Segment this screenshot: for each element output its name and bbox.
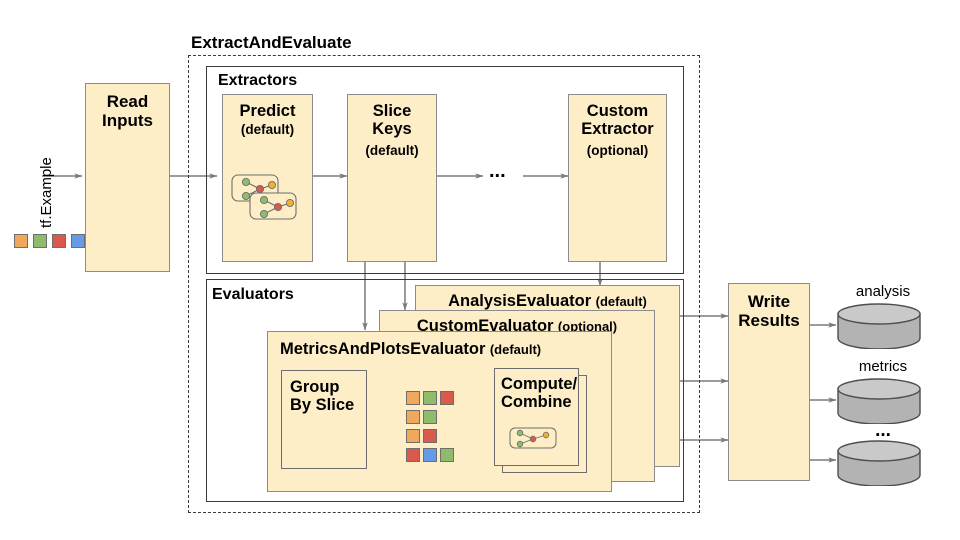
slice-square <box>406 448 420 462</box>
output-label: metrics <box>858 358 908 375</box>
write-results-label: Write Results <box>738 292 800 331</box>
extractors-group <box>206 66 684 274</box>
evaluator-custom-name: CustomEvaluator <box>416 317 554 335</box>
evaluator-analysis-title: AnalysisEvaluator (default) <box>416 292 679 311</box>
extractor-custom-name: Custom Extractor <box>581 102 654 139</box>
output-metrics-label: metrics <box>833 358 933 376</box>
extractor-predict-box[interactable]: Predict (default) <box>222 94 313 262</box>
legend-square-orange <box>14 234 28 248</box>
extractors-header: Extractors <box>218 72 298 89</box>
slice-square <box>406 410 420 424</box>
group-by-slice-label: Group By Slice <box>290 378 355 415</box>
output-analysis-cylinder[interactable] <box>836 303 922 349</box>
output-metrics-cylinder[interactable] <box>836 378 922 424</box>
compute-combine-label: Compute/ Combine <box>501 375 578 412</box>
extractor-slice-keys-box[interactable]: Slice Keys (default) <box>347 94 437 262</box>
evaluator-metrics-plots-name: MetricsAndPlotsEvaluator <box>280 340 486 358</box>
slice-square <box>440 391 454 405</box>
output-other-cylinder[interactable] <box>836 440 922 486</box>
extract-and-evaluate-title: ExtractAndEvaluate <box>191 33 352 52</box>
read-inputs-box[interactable]: Read Inputs <box>85 83 170 272</box>
slice-square <box>423 410 437 424</box>
legend-square-blue <box>71 234 85 248</box>
extractor-custom-qualifier: (optional) <box>586 143 649 158</box>
input-label-tf-example: tf.Example <box>38 157 55 228</box>
extractor-predict-qualifier: (default) <box>240 122 295 137</box>
evaluator-metrics-plots-title: MetricsAndPlotsEvaluator (default) <box>280 340 541 359</box>
extract-and-evaluate-container <box>188 55 700 513</box>
extractors-ellipsis: ... <box>489 160 506 182</box>
write-results-box[interactable]: Write Results <box>728 283 810 481</box>
slice-square <box>423 429 437 443</box>
group-by-slice-box[interactable]: Group By Slice <box>281 370 367 469</box>
evaluator-custom-qualifier: (optional) <box>557 319 618 334</box>
evaluator-analysis-name: AnalysisEvaluator <box>448 292 592 310</box>
legend-square-green <box>33 234 47 248</box>
extractor-slice-keys-qualifier: (default) <box>365 143 419 158</box>
output-label: analysis <box>855 283 911 300</box>
compute-combine-box[interactable]: Compute/ Combine <box>494 368 579 466</box>
slice-square <box>406 429 420 443</box>
evaluators-header: Evaluators <box>212 286 294 303</box>
slice-square <box>440 448 454 462</box>
evaluators-group <box>206 279 684 502</box>
legend-squares <box>14 234 85 250</box>
graph-icon <box>231 174 297 220</box>
extractor-predict-name: Predict <box>239 102 296 120</box>
extractor-slice-keys-name: Slice Keys <box>372 102 412 139</box>
legend-square-red <box>52 234 66 248</box>
output-analysis-label: analysis <box>833 283 933 301</box>
slice-square <box>406 391 420 405</box>
output-ellipsis-label: ... <box>875 420 891 441</box>
evaluator-custom-title: CustomEvaluator (optional) <box>380 317 654 336</box>
slice-square <box>423 448 437 462</box>
extractor-custom-box[interactable]: Custom Extractor (optional) <box>568 94 667 262</box>
read-inputs-label: Read Inputs <box>102 92 153 131</box>
evaluator-analysis-qualifier: (default) <box>595 294 647 309</box>
graph-icon <box>509 427 557 449</box>
slice-square <box>423 391 437 405</box>
evaluator-metrics-plots-qualifier: (default) <box>489 342 542 357</box>
slice-squares-grid <box>406 391 462 463</box>
